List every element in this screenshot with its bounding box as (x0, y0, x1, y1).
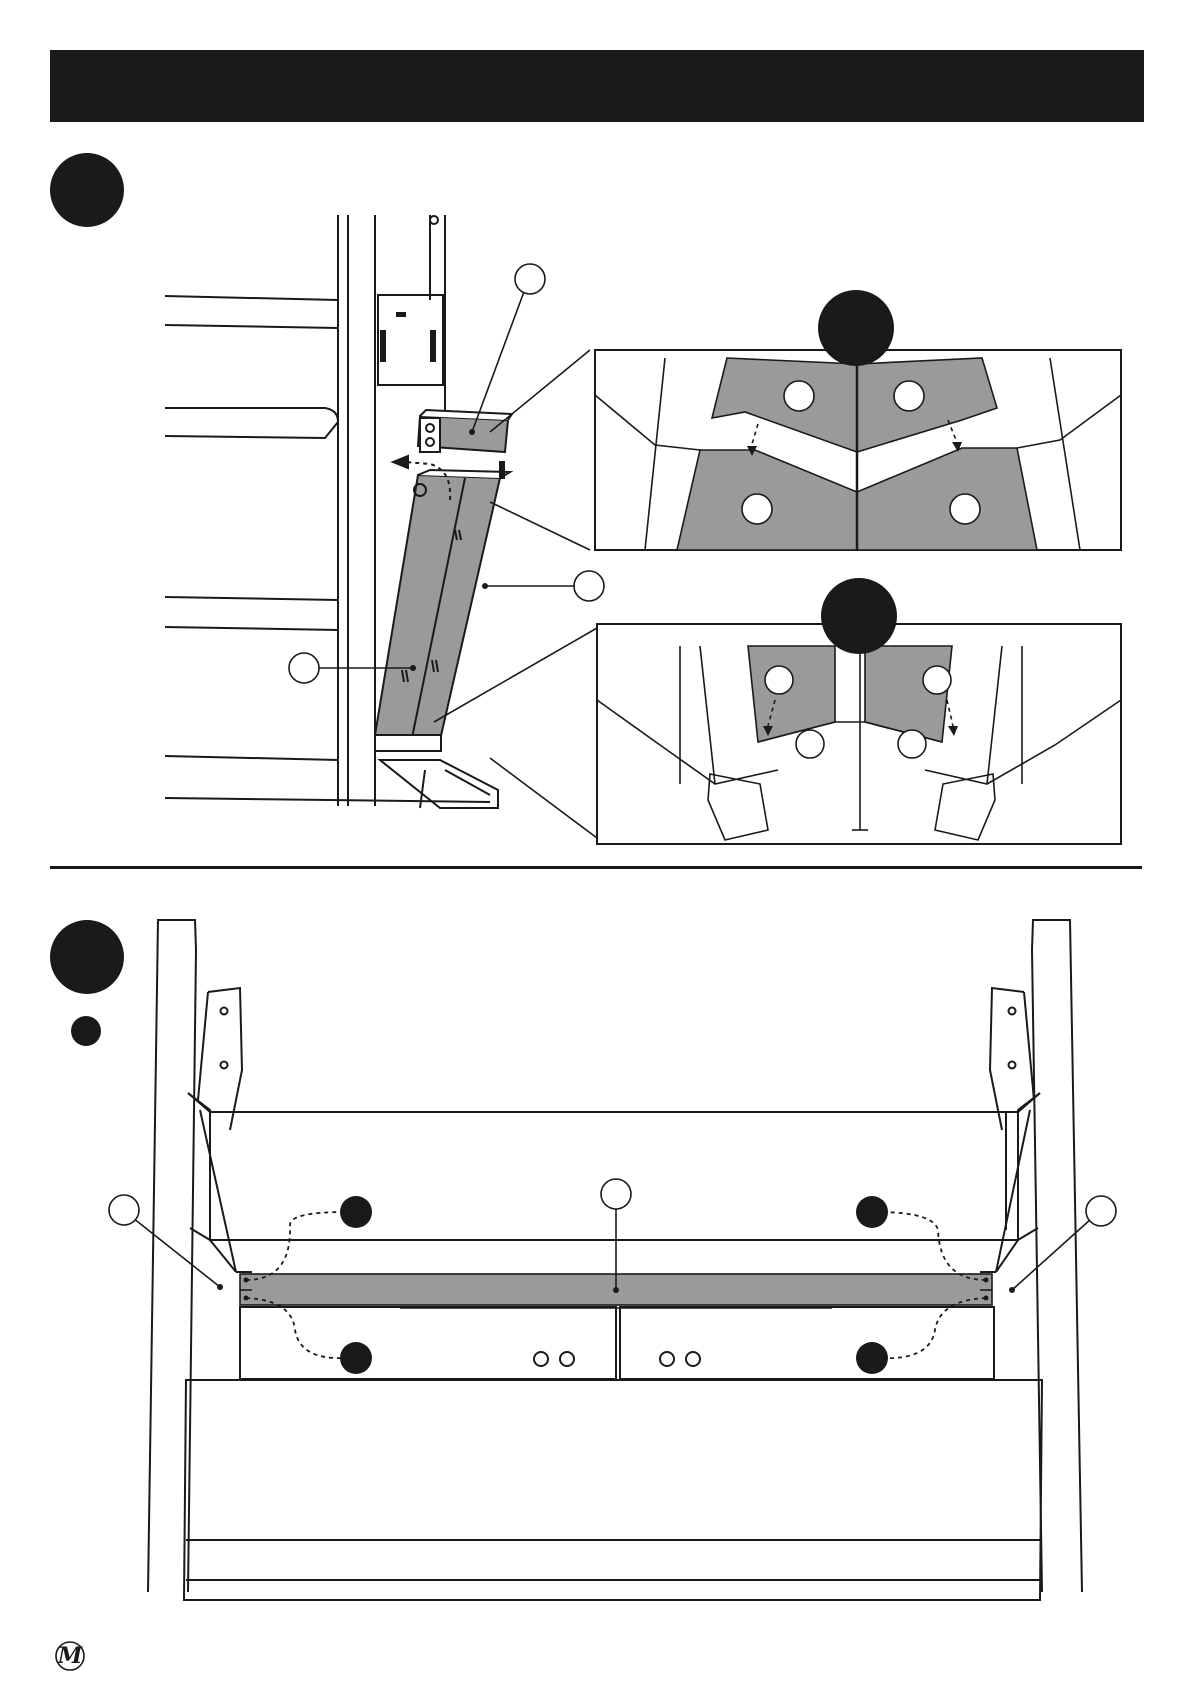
part-callout-control-box (515, 264, 545, 294)
part-callout-crossbar (601, 1179, 631, 1209)
section-divider (50, 866, 1142, 869)
control-box (418, 410, 512, 452)
part-callout-left-leg (109, 1195, 139, 1225)
leg-column (375, 462, 510, 751)
detail-view-1 (595, 350, 1121, 550)
part-callout-right-leg (1086, 1196, 1116, 1226)
brand-logo-letter: M (57, 1643, 83, 1669)
part-callout-leg-column (574, 571, 604, 601)
detail-view-2 (597, 624, 1121, 844)
step-b-figure (0, 900, 1191, 1630)
detail-2-badge (821, 578, 897, 654)
detail-1-badge (818, 290, 894, 366)
step-a-figure (0, 0, 1191, 860)
step-b-part-callouts (109, 1179, 1116, 1226)
brand-logo: M (54, 1640, 86, 1672)
part-callout-inner-leg (289, 653, 319, 683)
desk-frame-rear-view (148, 920, 1082, 1600)
vent-slots (380, 312, 436, 362)
